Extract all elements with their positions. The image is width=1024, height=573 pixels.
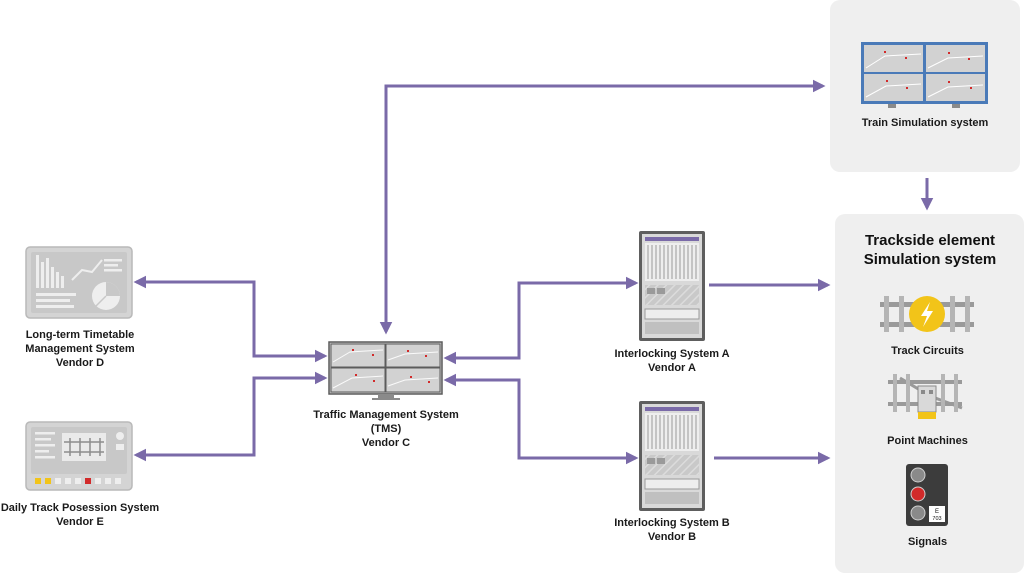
arrow-tms-to-possession xyxy=(133,371,328,462)
point-machines-text: Point Machines xyxy=(887,435,968,447)
trackside-title-line1: Trackside element xyxy=(864,232,996,249)
connectors xyxy=(133,79,934,465)
track-circuits-text: Track Circuits xyxy=(891,345,964,357)
train-sim-video-wall-icon xyxy=(861,42,988,108)
point-machine-icon xyxy=(888,374,963,419)
dashboard-chart-icon xyxy=(25,246,133,319)
signal-icon: E 703 xyxy=(906,464,948,526)
server-rack-icon-b xyxy=(639,401,705,511)
train-sim-label: Train Simulation system xyxy=(840,116,1010,130)
timetable-line3: Vendor D xyxy=(55,357,105,369)
signals-label: Signals xyxy=(860,535,995,549)
signal-plate-bottom: 703 xyxy=(932,516,941,522)
interlocking-a-line1: Interlocking System A xyxy=(614,348,730,360)
interlocking-b-line2: Vendor B xyxy=(647,531,697,543)
tms-label: Traffic Management System (TMS) Vendor C xyxy=(296,408,476,450)
possession-label: Daily Track Posession System Vendor E xyxy=(0,501,160,529)
interlocking-a-label: Interlocking System A Vendor A xyxy=(592,347,752,375)
arrow-tms-to-timetable xyxy=(133,275,328,363)
trackside-title: Trackside element Simulation system xyxy=(840,231,1020,269)
timetable-line2: Management System xyxy=(25,343,135,355)
point-machines-label: Point Machines xyxy=(860,434,995,448)
signal-plate-top: E xyxy=(935,509,939,515)
server-rack-icon-a xyxy=(639,231,705,341)
trackside-title-line2: Simulation system xyxy=(863,251,997,268)
interlocking-b-label: Interlocking System B Vendor B xyxy=(592,516,752,544)
interlocking-a-line2: Vendor A xyxy=(648,362,696,374)
control-panel-icon xyxy=(25,421,133,491)
train-sim-text: Train Simulation system xyxy=(861,117,989,129)
video-wall-icon xyxy=(328,341,443,400)
possession-line1: Daily Track Posession System xyxy=(0,502,160,514)
tms-line3: Vendor C xyxy=(361,437,411,449)
arrow-tms-to-interlocking-a xyxy=(443,276,639,365)
timetable-label: Long-term Timetable Management System Ve… xyxy=(0,328,160,370)
signals-text: Signals xyxy=(907,536,948,548)
arrow-tms-to-interlocking-b xyxy=(443,373,639,465)
tms-line1: Traffic Management System xyxy=(313,409,459,421)
possession-line2: Vendor E xyxy=(56,516,104,528)
arrow-tms-to-train-sim xyxy=(379,79,826,335)
interlocking-b-line1: Interlocking System B xyxy=(614,517,730,529)
tms-line2: (TMS) xyxy=(370,423,402,435)
track-circuits-label: Track Circuits xyxy=(860,344,995,358)
track-circuit-icon xyxy=(880,296,974,332)
timetable-line1: Long-term Timetable xyxy=(25,329,135,341)
